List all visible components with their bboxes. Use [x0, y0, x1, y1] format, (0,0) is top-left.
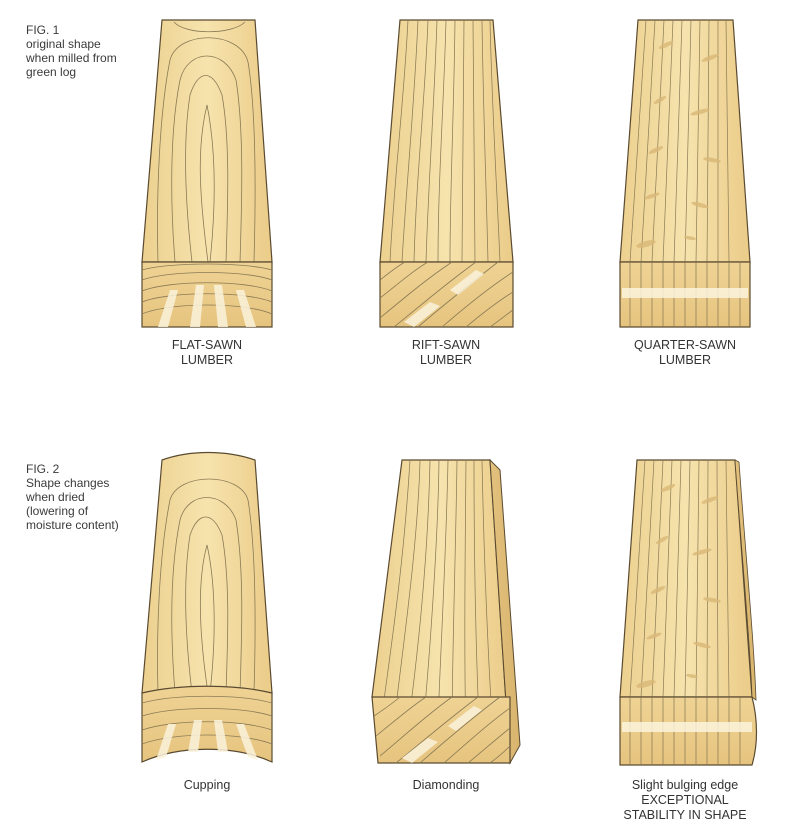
stable-shape-label: Slight bulging edge EXCEPTIONAL STABILIT… — [585, 778, 785, 823]
rift-sawn-board — [379, 19, 514, 328]
flat-sawn-board — [141, 19, 273, 328]
fig1-caption-line: FIG. 1 — [26, 23, 60, 37]
fig1-caption-line: original shape — [26, 37, 101, 51]
fig2-caption-line: moisture content) — [26, 518, 119, 532]
label-line: LUMBER — [658, 353, 712, 367]
fig2-caption-line: Shape changes — [26, 476, 110, 490]
quarter-sawn-board — [619, 19, 751, 328]
fig2-caption: FIG. 2 Shape changes when dried (lowerin… — [26, 462, 119, 532]
label-line: QUARTER-SAWN — [633, 338, 737, 352]
label-line: EXCEPTIONAL — [641, 793, 729, 807]
fig1-caption-line: when milled from — [26, 51, 117, 65]
fig1-caption-line: green log — [26, 65, 77, 79]
flat-sawn-label: FLAT-SAWN LUMBER — [107, 338, 307, 368]
quarter-sawn-stable-board — [619, 459, 758, 766]
fig2-caption-line: (lowering of — [26, 504, 89, 518]
fig1-caption: FIG. 1 original shape when milled from g… — [26, 23, 117, 79]
label-line: FLAT-SAWN — [171, 338, 243, 352]
rift-sawn-label: RIFT-SAWN LUMBER — [346, 338, 546, 368]
fig2-caption-line: when dried — [26, 490, 85, 504]
diamonding-label: Diamonding — [346, 778, 546, 793]
cupping-board — [141, 451, 273, 763]
label-line: Diamonding — [412, 778, 480, 792]
label-line: STABILITY IN SHAPE — [623, 808, 747, 822]
label-line: Slight bulging edge — [631, 778, 739, 792]
quarter-sawn-label: QUARTER-SAWN LUMBER — [585, 338, 785, 368]
label-line: Cupping — [183, 778, 231, 792]
label-line: LUMBER — [180, 353, 234, 367]
label-line: LUMBER — [419, 353, 473, 367]
label-line: RIFT-SAWN — [411, 338, 481, 352]
diamonding-board — [371, 458, 521, 765]
cupping-label: Cupping — [107, 778, 307, 793]
fig2-caption-line: FIG. 2 — [26, 462, 60, 476]
